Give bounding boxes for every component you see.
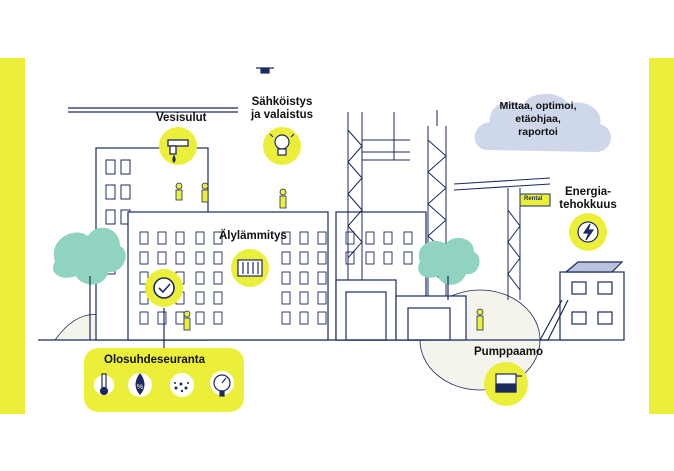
building-window: [299, 231, 309, 245]
building-window: [403, 231, 413, 245]
building-window: [317, 231, 327, 245]
building-window: [281, 231, 291, 245]
drone-icon: [256, 67, 274, 74]
humidity-drop-icon: %: [135, 373, 145, 395]
building-window: [281, 271, 291, 285]
tree-left: [52, 227, 126, 340]
building-window: [317, 251, 327, 265]
left-accent-bar: [0, 58, 25, 414]
pump-tank-icon: [495, 373, 522, 393]
building-window: [195, 271, 205, 285]
building-window: [383, 231, 393, 245]
building-window: [299, 251, 309, 265]
lightning-icon: [577, 221, 599, 243]
sahkoistys-label: Sähköistys ja valaistus: [250, 96, 313, 121]
workers: [175, 182, 484, 331]
building-window: [175, 251, 185, 265]
olosuhde-label: Olosuhdeseuranta: [104, 354, 205, 366]
building-window: [195, 251, 205, 265]
building-window: [175, 231, 185, 245]
building-window: [365, 231, 375, 245]
dust-icon: [174, 382, 189, 393]
building-window: [195, 231, 205, 245]
building-window: [317, 291, 327, 305]
building-window: [317, 311, 327, 325]
building-window: [345, 231, 355, 245]
building-window: [213, 231, 223, 245]
rental-sign: Rental: [524, 196, 543, 202]
steel-beam: [68, 107, 238, 113]
tree-middle: [418, 237, 480, 300]
building-window: [157, 311, 167, 325]
building-window: [139, 251, 149, 265]
building-window: [317, 271, 327, 285]
cloud-label: Mittaa, optimoi, etäohjaa, raportoi: [499, 100, 577, 138]
building-window: [139, 311, 149, 325]
luffing-crane: [453, 177, 551, 300]
building-window: [195, 291, 205, 305]
building-window: [403, 251, 413, 265]
building-window: [157, 231, 167, 245]
building-window: [281, 291, 291, 305]
energia-label: Energia-tehokkuus: [559, 186, 617, 211]
alylammitys-label: Älylämmitys: [219, 230, 287, 242]
pumppaamo-label: Pumppaamo: [474, 346, 544, 358]
building-window: [213, 311, 223, 325]
faucet-icon: [167, 139, 189, 163]
building-window: [299, 311, 309, 325]
light-bulb-icon: [269, 133, 295, 156]
right-accent-bar: [649, 58, 674, 414]
building-window: [299, 271, 309, 285]
building-window: [213, 271, 223, 285]
olosuhde-panel: [84, 348, 244, 412]
side-building: [539, 261, 625, 341]
scaffold-tower: [347, 112, 410, 280]
radiator-icon: [237, 259, 263, 277]
vesisulut-label: Vesisulut: [156, 112, 207, 124]
building-window: [281, 251, 291, 265]
building-window: [383, 251, 393, 265]
building-window: [213, 291, 223, 305]
building-window: [213, 251, 223, 265]
building-window: [365, 251, 375, 265]
building-window: [139, 231, 149, 245]
thermometer-icon: [99, 373, 109, 396]
building-window: [345, 251, 355, 265]
entrance-block: [335, 279, 467, 341]
building-window: [195, 311, 205, 325]
building-window: [281, 311, 291, 325]
building-window: [299, 291, 309, 305]
building-window: [157, 251, 167, 265]
checkmark-icon: [153, 277, 175, 299]
cloud-shape: [474, 93, 611, 152]
pressure-gauge-icon: [213, 374, 231, 397]
svg-text:%: %: [137, 384, 143, 391]
